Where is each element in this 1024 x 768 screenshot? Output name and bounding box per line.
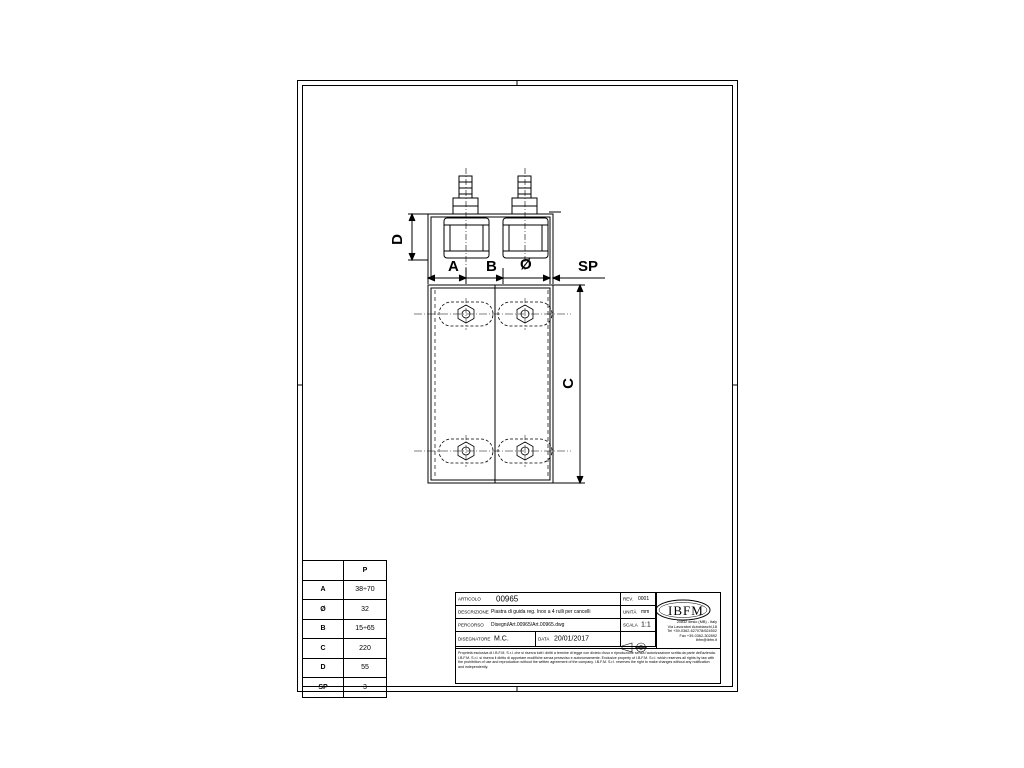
table-row-key: C [302, 638, 344, 659]
projection-symbol-icon [621, 642, 647, 653]
title-row-articolo: ARTICOLO 00965 REV. 0001 [456, 593, 656, 606]
company-line: 20832 desio (MB) - Italy [676, 620, 717, 624]
company-line: Fax +39-0362-302892 [679, 633, 717, 638]
label-diameter: Ø [520, 256, 532, 273]
articolo-value: 00965 [496, 594, 519, 604]
dimensions-table: P A 38÷70 Ø 32 B 15÷65 C 220 D 55 SP 3 [302, 560, 387, 698]
dimension-row-horizontal [426, 268, 605, 284]
table-row: SP 3 [302, 677, 387, 698]
rev-value: 0001 [638, 596, 650, 602]
dimension-d [408, 212, 428, 262]
table-row: Ø 32 [302, 599, 387, 620]
percorso-label: PERCORSO [458, 622, 484, 628]
table-row: A 38÷70 [302, 579, 387, 600]
scala-value: 1:1 [641, 621, 651, 629]
table-row-key: SP [302, 677, 344, 698]
descrizione-value: Piastra di guida reg. Inox a 4 rulli per… [491, 609, 591, 615]
data-value: 20/01/2017 [554, 635, 590, 643]
table-row-key: B [302, 618, 344, 639]
front-view-plate [427, 284, 554, 484]
legal-notice: Proprietà esclusiva di I.B.F.M. S.r.l. c… [458, 651, 716, 669]
label-b: B [486, 258, 497, 275]
unita-label: UNITÀ [623, 609, 637, 615]
articolo-label: ARTICOLO [458, 596, 481, 602]
table-row: C 220 [302, 638, 387, 659]
table-corner-cell [302, 560, 344, 581]
data-label: DATA [538, 636, 550, 642]
company-line: ibfm@ibfm.it [695, 638, 717, 643]
table-row-value: 32 [343, 599, 387, 620]
table-row-value: 15÷65 [343, 618, 387, 639]
table-header-row: P [302, 560, 387, 581]
title-row-disegnatore: DISEGNATORE M.C. DATA 20/01/2017 [456, 632, 656, 647]
label-a: A [448, 258, 459, 275]
table-row-value: 38÷70 [343, 579, 387, 600]
title-row-descrizione: DESCRIZIONE Piastra di guida reg. Inox a… [456, 606, 656, 619]
table-row-value: 3 [343, 677, 387, 698]
scala-label: SCALA [623, 622, 638, 628]
table-row-value: 220 [343, 638, 387, 659]
company-address: 20832 desio (MB) - Italy Via Lavoratori … [657, 620, 717, 643]
company-line: Via Lavoratori Autobianchi,18 [667, 624, 717, 629]
unita-value: mm [641, 609, 650, 615]
company-line: Tel +39-0362-627078/624502 [667, 629, 717, 634]
projection-cell [621, 632, 656, 646]
rev-label: REV. [623, 596, 634, 602]
disegnatore-value: M.C. [494, 635, 509, 643]
disegnatore-label: DISEGNATORE [458, 636, 491, 642]
ibfm-logo-text: IBFM [668, 603, 704, 618]
fastener-bottom-right [497, 435, 553, 467]
table-row: D 55 [302, 657, 387, 678]
fastener-top-left [438, 298, 494, 330]
table-row-key: D [302, 657, 344, 678]
title-block: ARTICOLO 00965 REV. 0001 DESCRIZIONE Pia… [455, 592, 721, 684]
side-view [427, 175, 561, 276]
label-c: C [559, 378, 577, 389]
table-row-key: Ø [302, 599, 344, 620]
table-row-value: 55 [343, 657, 387, 678]
dimension-c [553, 283, 585, 485]
table-header-p: P [343, 560, 387, 581]
percorso-value: Disegni/Art.00965/Art.00965.dwg [491, 622, 565, 628]
fastener-top-right [497, 298, 553, 330]
table-row: B 15÷65 [302, 618, 387, 639]
label-d: D [388, 234, 406, 245]
descrizione-label: DESCRIZIONE [458, 609, 489, 615]
table-row-key: A [302, 579, 344, 600]
title-row-percorso: PERCORSO Disegni/Art.00965/Art.00965.dwg… [456, 619, 656, 632]
fastener-bottom-left [438, 435, 494, 467]
label-sp: SP [578, 258, 599, 275]
